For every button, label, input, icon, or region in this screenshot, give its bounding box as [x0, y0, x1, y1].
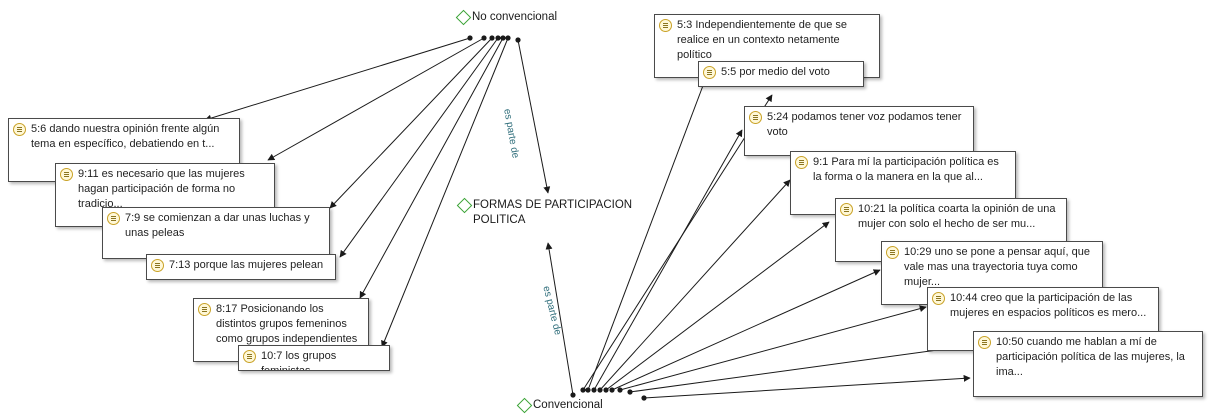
anchor-dot — [481, 35, 487, 41]
edge-conv-10-44 — [619, 305, 927, 391]
edge-noconv-5-6 — [204, 37, 471, 122]
quotation-5-5[interactable]: 5:5 por medio del voto — [698, 61, 864, 87]
quotation-icon — [978, 336, 991, 349]
quotation-label: 10:21 la política coarta la opinión de u… — [858, 203, 1056, 230]
quotation-label: 5:3 Independientemente de que se realice… — [677, 19, 848, 61]
edge-noconv-formas — [517, 39, 551, 194]
quotation-5-24[interactable]: 5:24 podamos tener voz podamos tener vot… — [744, 106, 974, 156]
anchor-dot — [495, 35, 501, 41]
quotation-icon — [243, 350, 256, 363]
anchor-dot — [609, 387, 615, 393]
edge-conv-10-50a — [629, 342, 975, 393]
anchor-dot — [641, 395, 647, 401]
quotation-7-9[interactable]: 7:9 se comienzan a dar unas luchas y una… — [102, 207, 330, 259]
quotation-icon — [795, 156, 808, 169]
edge-noconv-7-9 — [329, 37, 493, 209]
anchor-dot — [580, 387, 586, 393]
quotation-icon — [13, 123, 26, 136]
code-label: Convencional — [533, 399, 603, 411]
anchor-dot — [489, 35, 495, 41]
edge-conv-10-50b — [643, 374, 971, 399]
anchor-dot — [500, 35, 506, 41]
relation-label: es parte de — [501, 108, 521, 160]
anchor-dot — [597, 387, 603, 393]
edge-noconv-9-11 — [267, 37, 485, 161]
quotation-icon — [107, 212, 120, 225]
code-label: FORMAS DE PARTICIPACION POLITICA — [473, 199, 633, 226]
anchor-dot — [591, 387, 597, 393]
quotation-label: 7:9 se comienzan a dar unas luchas y una… — [125, 212, 310, 239]
quotation-label: 5:5 por medio del voto — [721, 66, 830, 78]
quotation-icon — [886, 246, 899, 259]
quotation-label: 5:24 podamos tener voz podamos tener vot… — [767, 111, 962, 138]
quotation-icon — [60, 168, 73, 181]
code-formas-de-participacion[interactable]: FORMAS DE PARTICIPACION POLITICA — [456, 197, 657, 228]
edge-conv-5-3 — [587, 74, 709, 391]
quotation-icon — [198, 303, 211, 316]
quotation-label: 7:13 porque las mujeres pelean — [169, 259, 324, 271]
anchor-dot — [515, 37, 521, 43]
quotation-icon — [840, 203, 853, 216]
quotation-label: 9:11 es necesario que las mujeres hagan … — [78, 168, 245, 210]
quotation-icon — [659, 19, 672, 32]
quotation-icon — [932, 292, 945, 305]
quotation-icon — [151, 259, 164, 272]
edge-conv-5-24 — [593, 129, 743, 391]
quotation-label: 10:50 cuando me hablan a mí de participa… — [996, 336, 1185, 378]
quotation-label: 9:1 Para mí la participación política es… — [813, 156, 999, 183]
anchor-dot — [617, 387, 623, 393]
quotation-10-50[interactable]: 10:50 cuando me hablan a mí de participa… — [973, 331, 1203, 397]
code-diamond-icon — [516, 397, 533, 414]
anchor-dot — [570, 392, 576, 398]
quotation-icon — [703, 66, 716, 79]
code-convencional[interactable]: Convencional — [516, 397, 603, 414]
quotation-label: 10:29 uno se pone a pensar aquí, que val… — [904, 246, 1090, 288]
code-diamond-icon — [455, 9, 472, 26]
edge-conv-10-21 — [605, 221, 830, 391]
anchor-dot — [585, 387, 591, 393]
anchor-dot — [467, 35, 473, 41]
edge-noconv-10-7 — [381, 37, 509, 348]
relation-label: es parte de — [540, 285, 564, 337]
quotation-label: 8:17 Posicionando los distintos grupos f… — [216, 303, 358, 345]
anchor-dot — [627, 389, 633, 395]
quotation-icon — [749, 111, 762, 124]
quotation-10-7[interactable]: 10:7 los grupos feministas — [238, 345, 390, 371]
quotation-label: 5:6 dando nuestra opinión frente algún t… — [31, 123, 220, 150]
anchor-dot — [505, 35, 511, 41]
quotation-label: 10:7 los grupos feministas — [261, 350, 337, 371]
code-diamond-icon — [456, 197, 473, 214]
anchor-dot — [603, 387, 609, 393]
edge-noconv-8-17 — [359, 37, 504, 299]
quotation-7-13[interactable]: 7:13 porque las mujeres pelean — [146, 254, 336, 280]
code-no-convencional[interactable]: No convencional — [455, 9, 558, 26]
code-label: No convencional — [472, 11, 558, 23]
quotation-label: 10:44 creo que la participación de las m… — [950, 292, 1147, 319]
edge-conv-10-29 — [611, 269, 881, 391]
